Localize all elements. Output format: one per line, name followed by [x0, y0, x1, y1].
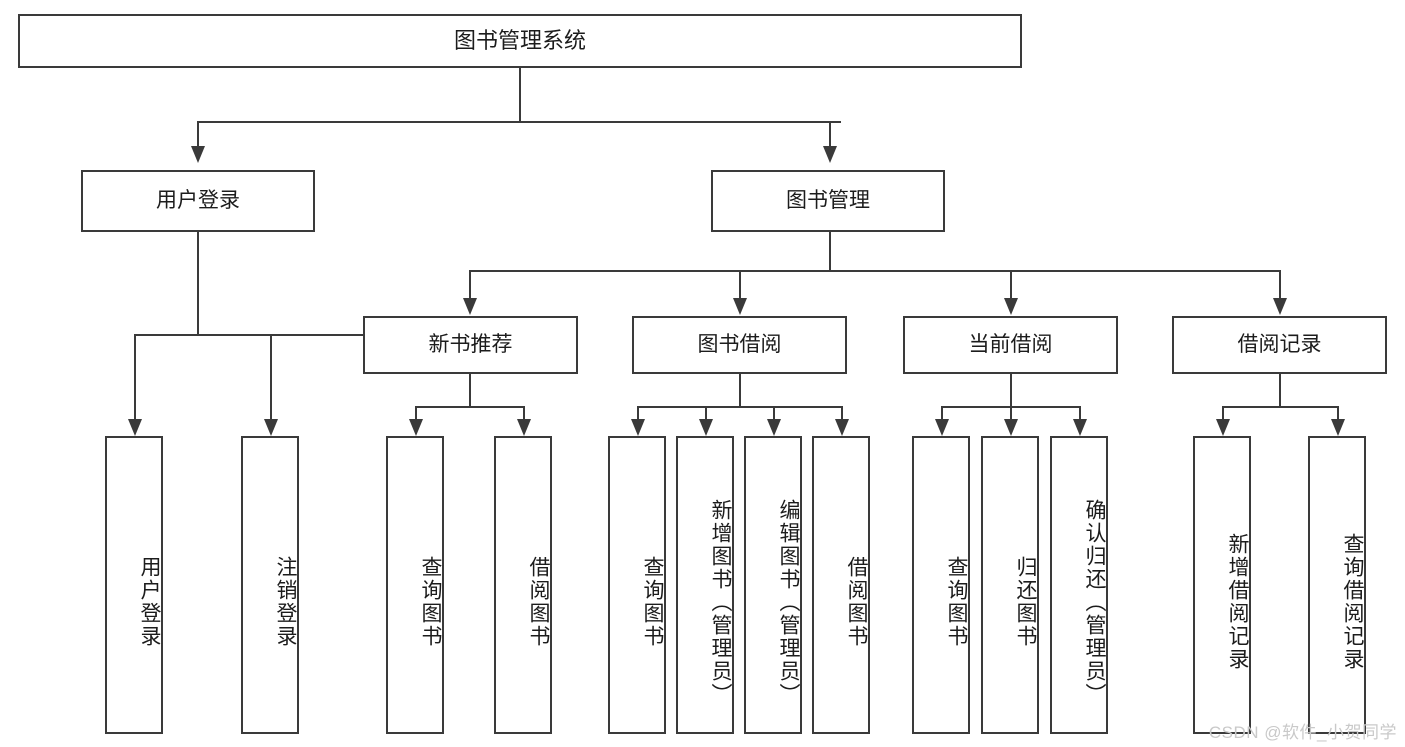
node-borrow-record[interactable]: 借阅记录	[1172, 316, 1387, 374]
arrowhead-add-book	[699, 419, 713, 436]
leaf-add-book-admin[interactable]: 新增图书（管理员）	[676, 436, 734, 734]
connector-root-to-book-mgmt	[829, 121, 831, 146]
arrowhead-leaf-user-login	[128, 419, 142, 436]
connector-current-borrow-leaf3	[1079, 406, 1081, 419]
arrowhead-query-book-1	[409, 419, 423, 436]
connector-book-borrow-bus	[637, 406, 841, 408]
arrowhead-borrow-book-2	[835, 419, 849, 436]
leaf-user-login[interactable]: 用户登录	[105, 436, 163, 734]
leaf-logout[interactable]: 注销登录	[241, 436, 299, 734]
connector-user-login-leaf1	[134, 334, 136, 419]
connector-root-to-user-login	[197, 121, 199, 146]
connector-book-borrow-stem	[739, 374, 741, 406]
connector-to-borrow-record	[1279, 270, 1281, 298]
leaf-return-book[interactable]: 归还图书	[981, 436, 1039, 734]
connector-current-borrow-leaf2	[1010, 406, 1012, 419]
arrowhead-query-record	[1331, 419, 1345, 436]
connector-borrow-record-stem	[1279, 374, 1281, 406]
node-root-system[interactable]: 图书管理系统	[18, 14, 1022, 68]
node-new-book-recommend[interactable]: 新书推荐	[363, 316, 578, 374]
leaf-borrow-book[interactable]: 借阅图书	[812, 436, 870, 734]
arrowhead-book-borrow	[733, 298, 747, 315]
connector-new-book-stem	[469, 374, 471, 406]
arrowhead-query-book-2	[631, 419, 645, 436]
connector-borrow-record-leaf1	[1222, 406, 1224, 419]
connector-root-bus	[197, 121, 841, 123]
arrowhead-return-book	[1004, 419, 1018, 436]
leaf-query-book-current[interactable]: 查询图书	[912, 436, 970, 734]
arrowhead-query-book-3	[935, 419, 949, 436]
leaf-borrow-book-recommend[interactable]: 借阅图书	[494, 436, 552, 734]
leaf-query-book-borrow[interactable]: 查询图书	[608, 436, 666, 734]
arrowhead-leaf-logout	[264, 419, 278, 436]
connector-to-new-book	[469, 270, 471, 298]
arrowhead-edit-book	[767, 419, 781, 436]
connector-book-borrow-leaf1	[637, 406, 639, 419]
connector-book-borrow-leaf2	[705, 406, 707, 419]
arrowhead-confirm-return	[1073, 419, 1087, 436]
leaf-confirm-return-admin[interactable]: 确认归还（管理员）	[1050, 436, 1108, 734]
arrowhead-new-book	[463, 298, 477, 315]
connector-root-stem	[519, 68, 521, 121]
connector-new-book-leaf2	[523, 406, 525, 419]
arrowhead-current-borrow	[1004, 298, 1018, 315]
arrowhead-book-mgmt	[823, 146, 837, 163]
node-user-login[interactable]: 用户登录	[81, 170, 315, 232]
arrowhead-borrow-book-1	[517, 419, 531, 436]
connector-to-current-borrow	[1010, 270, 1012, 298]
connector-book-mgmt-stem	[829, 232, 831, 270]
connector-book-mgmt-bus	[469, 270, 1280, 272]
connector-new-book-bus	[415, 406, 523, 408]
arrowhead-borrow-record	[1273, 298, 1287, 315]
connector-book-borrow-leaf4	[841, 406, 843, 419]
leaf-edit-book-admin[interactable]: 编辑图书（管理员）	[744, 436, 802, 734]
leaf-query-borrow-record[interactable]: 查询借阅记录	[1308, 436, 1366, 734]
connector-borrow-record-leaf2	[1337, 406, 1339, 419]
connector-user-login-stem	[197, 232, 199, 334]
connector-to-book-borrow	[739, 270, 741, 298]
connector-new-book-leaf1	[415, 406, 417, 419]
connector-current-borrow-stem	[1010, 374, 1012, 406]
leaf-query-book-recommend[interactable]: 查询图书	[386, 436, 444, 734]
leaf-add-borrow-record[interactable]: 新增借阅记录	[1193, 436, 1251, 734]
connector-book-borrow-leaf3	[773, 406, 775, 419]
connector-current-borrow-leaf1	[941, 406, 943, 419]
connector-borrow-record-bus	[1222, 406, 1337, 408]
connector-user-login-leaf2	[270, 334, 272, 419]
arrowhead-add-record	[1216, 419, 1230, 436]
arrowhead-user-login	[191, 146, 205, 163]
node-book-borrow[interactable]: 图书借阅	[632, 316, 847, 374]
node-current-borrow[interactable]: 当前借阅	[903, 316, 1118, 374]
node-book-management[interactable]: 图书管理	[711, 170, 945, 232]
